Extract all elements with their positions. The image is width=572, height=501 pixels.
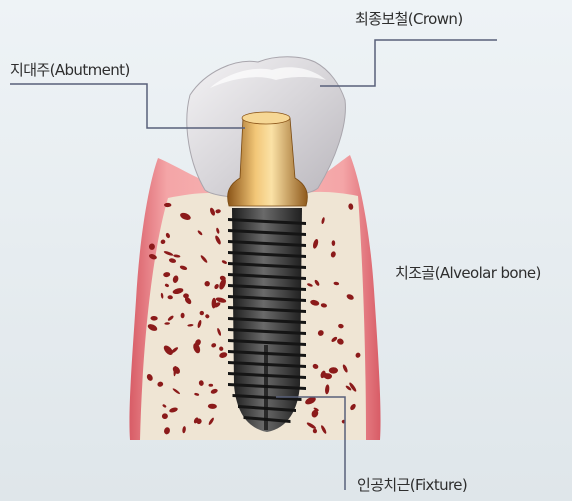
alveolar-bone-label: 치조골(Alveolar bone) [395, 262, 541, 283]
abutment-top [242, 112, 290, 124]
crown-label: 최종보철(Crown) [355, 8, 463, 29]
abutment-label: 지대주(Abutment) [10, 59, 130, 80]
fixture-label: 인공치근(Fixture) [357, 474, 467, 495]
bone-pore [209, 384, 214, 387]
